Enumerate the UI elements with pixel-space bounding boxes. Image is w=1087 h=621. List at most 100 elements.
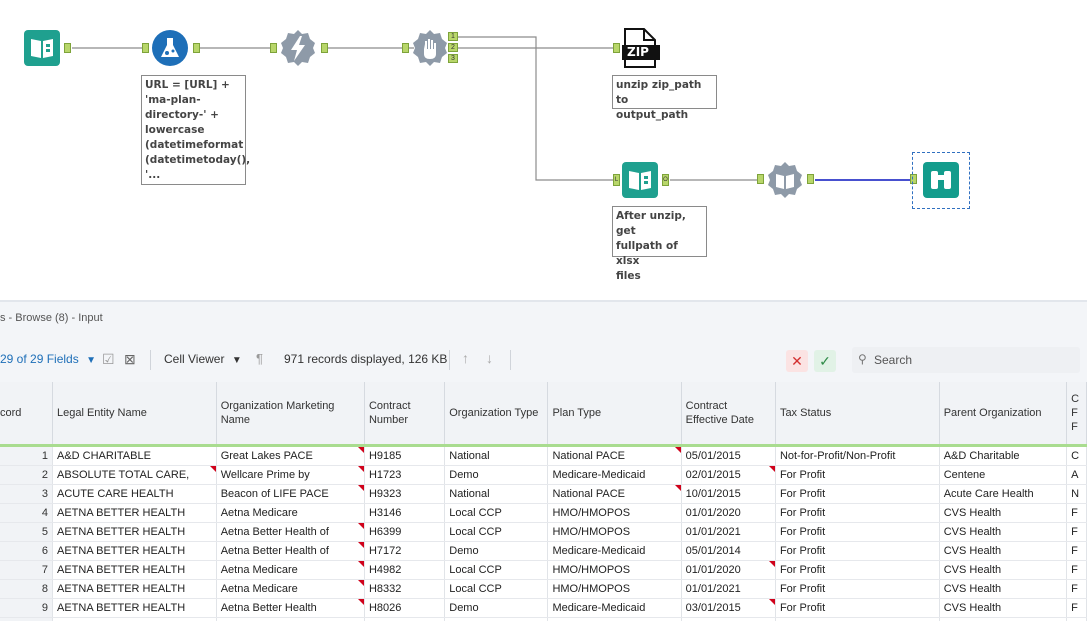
input-anchor[interactable]: [613, 43, 620, 53]
input-anchor[interactable]: [142, 43, 149, 53]
table-cell[interactable]: For Profit: [775, 523, 939, 542]
table-cell[interactable]: AETNA BETTER HEALTH: [52, 561, 216, 580]
table-cell[interactable]: 10/01/2015: [681, 485, 775, 504]
table-cell[interactable]: A&D CHARITABLE: [52, 446, 216, 466]
table-cell[interactable]: National PACE: [548, 446, 681, 466]
table-cell[interactable]: Local CCP: [445, 561, 548, 580]
table-cell[interactable]: A&D Charitable: [939, 446, 1066, 466]
table-cell[interactable]: H9185: [364, 446, 444, 466]
table-cell[interactable]: F: [1067, 561, 1087, 580]
table-cell[interactable]: H4982: [364, 561, 444, 580]
table-cell[interactable]: Medicare-Medicaid: [548, 466, 681, 485]
cell-viewer-dropdown[interactable]: Cell Viewer ▼: [164, 352, 242, 366]
table-cell[interactable]: 01/01/2021: [681, 580, 775, 599]
table-cell[interactable]: For Profit: [775, 561, 939, 580]
unzip-tool[interactable]: ZIP: [622, 28, 662, 68]
table-cell[interactable]: A: [1067, 466, 1087, 485]
table-cell[interactable]: For Profit: [775, 466, 939, 485]
table-cell[interactable]: 01/01/2021: [681, 523, 775, 542]
table-cell[interactable]: H8332: [364, 580, 444, 599]
table-cell[interactable]: National: [445, 485, 548, 504]
table-cell[interactable]: Demo: [445, 542, 548, 561]
input-anchor[interactable]: [270, 43, 277, 53]
directory-annotation[interactable]: After unzip, get fullpath of xlsx files: [612, 206, 707, 257]
table-cell[interactable]: AETNA BETTER HEALTH: [52, 523, 216, 542]
pilcrow-icon[interactable]: ¶: [256, 351, 263, 366]
record-number-cell[interactable]: 6: [0, 542, 52, 561]
table-cell[interactable]: 05/01/2015: [681, 446, 775, 466]
table-cell[interactable]: Demo: [445, 466, 548, 485]
download-tool[interactable]: [280, 30, 316, 66]
output-anchor[interactable]: [807, 174, 814, 184]
edit-checkbox-icon[interactable]: ☑: [102, 351, 115, 368]
table-cell[interactable]: National: [445, 446, 548, 466]
unzip-annotation[interactable]: unzip zip_path to output_path: [612, 75, 717, 109]
record-number-cell[interactable]: 7: [0, 561, 52, 580]
cancel-button[interactable]: ✕: [786, 350, 808, 372]
table-cell[interactable]: H2056: [364, 618, 444, 621]
table-cell[interactable]: For Profit: [775, 504, 939, 523]
table-cell[interactable]: National PACE: [548, 485, 681, 504]
input-anchor[interactable]: [757, 174, 764, 184]
output-anchor[interactable]: [193, 43, 200, 53]
table-cell[interactable]: F: [1067, 504, 1087, 523]
table-cell[interactable]: AETNA BETTER HEALTH: [52, 504, 216, 523]
table-cell[interactable]: Medicare-Medicaid: [548, 599, 681, 618]
table-cell[interactable]: H7172: [364, 542, 444, 561]
table-cell[interactable]: 01/01/2020: [681, 504, 775, 523]
table-cell[interactable]: Not-for-Profit/Non-Profit: [775, 446, 939, 466]
table-cell[interactable]: ACUTE CARE HEALTH: [52, 485, 216, 504]
table-cell[interactable]: F: [1067, 618, 1087, 621]
column-header[interactable]: Legal Entity Name: [52, 382, 216, 446]
record-number-cell[interactable]: 9: [0, 599, 52, 618]
table-cell[interactable]: H8026: [364, 599, 444, 618]
workflow-canvas[interactable]: URL = [URL] + 'ma-plan- directory-' + lo…: [0, 0, 1087, 300]
table-cell[interactable]: For Profit: [775, 618, 939, 621]
column-header[interactable]: Tax Status: [775, 382, 939, 446]
formula-annotation[interactable]: URL = [URL] + 'ma-plan- directory-' + lo…: [141, 75, 246, 185]
table-cell[interactable]: Aetna Medicare: [216, 504, 364, 523]
input-anchor-L[interactable]: L: [613, 174, 620, 186]
table-cell[interactable]: Local CCP: [445, 618, 548, 621]
table-cell[interactable]: Aetna Medicare: [216, 580, 364, 599]
table-cell[interactable]: CVS Health: [939, 618, 1066, 621]
arrow-up-icon[interactable]: ↑: [462, 350, 469, 366]
record-number-cell[interactable]: 4: [0, 504, 52, 523]
formula-tool[interactable]: [152, 30, 188, 66]
table-cell[interactable]: CVS Health: [939, 580, 1066, 599]
table-cell[interactable]: F: [1067, 599, 1087, 618]
table-cell[interactable]: AETNA BETTER HEALTH: [52, 542, 216, 561]
table-cell[interactable]: CVS Health: [939, 599, 1066, 618]
table-cell[interactable]: Wellcare Prime by: [216, 466, 364, 485]
table-cell[interactable]: HMO/HMOPOS: [548, 504, 681, 523]
table-cell[interactable]: CVS Health: [939, 504, 1066, 523]
table-cell[interactable]: 01/01/2020: [681, 561, 775, 580]
directory-tool[interactable]: [622, 162, 658, 198]
confirm-button[interactable]: ✓: [814, 350, 836, 372]
output-anchor[interactable]: [321, 43, 328, 53]
browse-tool[interactable]: [923, 162, 959, 198]
table-cell[interactable]: F: [1067, 542, 1087, 561]
table-cell[interactable]: HMO/HMOPOS: [548, 523, 681, 542]
table-cell[interactable]: H1723: [364, 466, 444, 485]
table-cell[interactable]: AETNA BETTER HEALTH: [52, 618, 216, 621]
table-cell[interactable]: F: [1067, 523, 1087, 542]
table-cell[interactable]: Beacon of LIFE PACE: [216, 485, 364, 504]
table-cell[interactable]: Local CCP: [445, 504, 548, 523]
table-cell[interactable]: Aetna Medicare: [216, 561, 364, 580]
table-cell[interactable]: For Profit: [775, 485, 939, 504]
table-cell[interactable]: Aetna Medicare: [216, 618, 364, 621]
table-cell[interactable]: Local CCP: [445, 523, 548, 542]
table-cell[interactable]: Acute Care Health: [939, 485, 1066, 504]
table-cell[interactable]: Medicare-Medicaid: [548, 542, 681, 561]
column-header[interactable]: Organization Type: [445, 382, 548, 446]
record-number-cell[interactable]: 5: [0, 523, 52, 542]
